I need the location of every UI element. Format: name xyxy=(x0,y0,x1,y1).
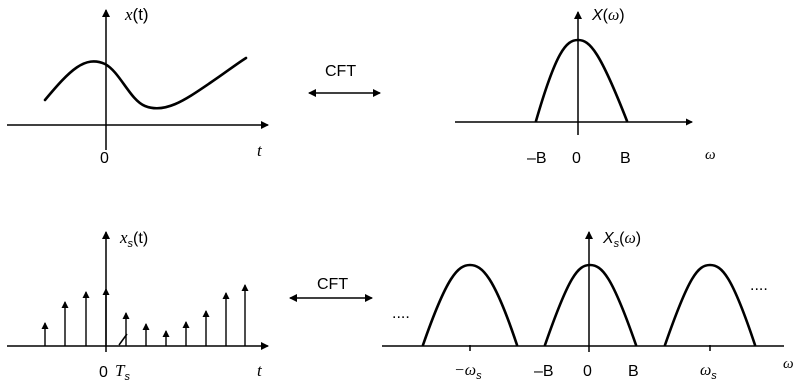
omega-axis-label: ω xyxy=(705,147,716,163)
neg-omega-s-label: −ωs xyxy=(454,362,482,382)
period-tick-mark xyxy=(118,333,128,346)
spectrum-curve xyxy=(534,38,629,123)
omega-s-label: ωs xyxy=(700,362,717,382)
origin-label: 0 xyxy=(100,150,109,167)
sampled-omega-axis-label: ω xyxy=(783,356,794,372)
tick-zero: 0 xyxy=(572,150,581,167)
tick-zero: 0 xyxy=(583,363,592,380)
cft-transform-top: CFT xyxy=(308,63,381,97)
continuous-signal-curve xyxy=(43,56,248,110)
tick-b: B xyxy=(628,363,639,380)
spectrum-replica-left xyxy=(421,263,519,347)
impulse-train xyxy=(41,284,249,346)
time-signal-plot: x(t) 0 t xyxy=(7,5,269,167)
sampling-period-label: Ts xyxy=(115,361,130,382)
tick-neg-b: –B xyxy=(527,150,547,167)
time-axis-label: t xyxy=(257,141,263,160)
spectrum-replica-right xyxy=(663,263,757,347)
sampled-spectrum-label: Xs(ω) xyxy=(602,230,641,250)
cft-transform-bottom: CFT xyxy=(289,276,373,302)
ellipsis-left: .... xyxy=(392,305,410,322)
sampled-origin-label: 0 xyxy=(99,364,108,381)
cft-label: CFT xyxy=(317,276,348,293)
spectrum-plot: X(ω) –B 0 B ω xyxy=(455,7,716,167)
spectrum-replica-center xyxy=(543,263,638,347)
sampled-signal-label: xs(t) xyxy=(119,228,148,250)
sampled-spectrum-plot: Xs(ω) .... .... −ωs –B 0 B ωs ω xyxy=(382,230,794,382)
signal-label: x(t) xyxy=(124,5,149,24)
ellipsis-right: .... xyxy=(750,277,768,294)
sampled-signal-plot: xs(t) 0 Ts t xyxy=(7,228,269,382)
tick-b: B xyxy=(620,150,631,167)
cft-label: CFT xyxy=(325,63,356,80)
tick-neg-b: –B xyxy=(534,363,554,380)
spectrum-label: X(ω) xyxy=(591,7,625,24)
sampled-time-axis-label: t xyxy=(257,361,263,380)
